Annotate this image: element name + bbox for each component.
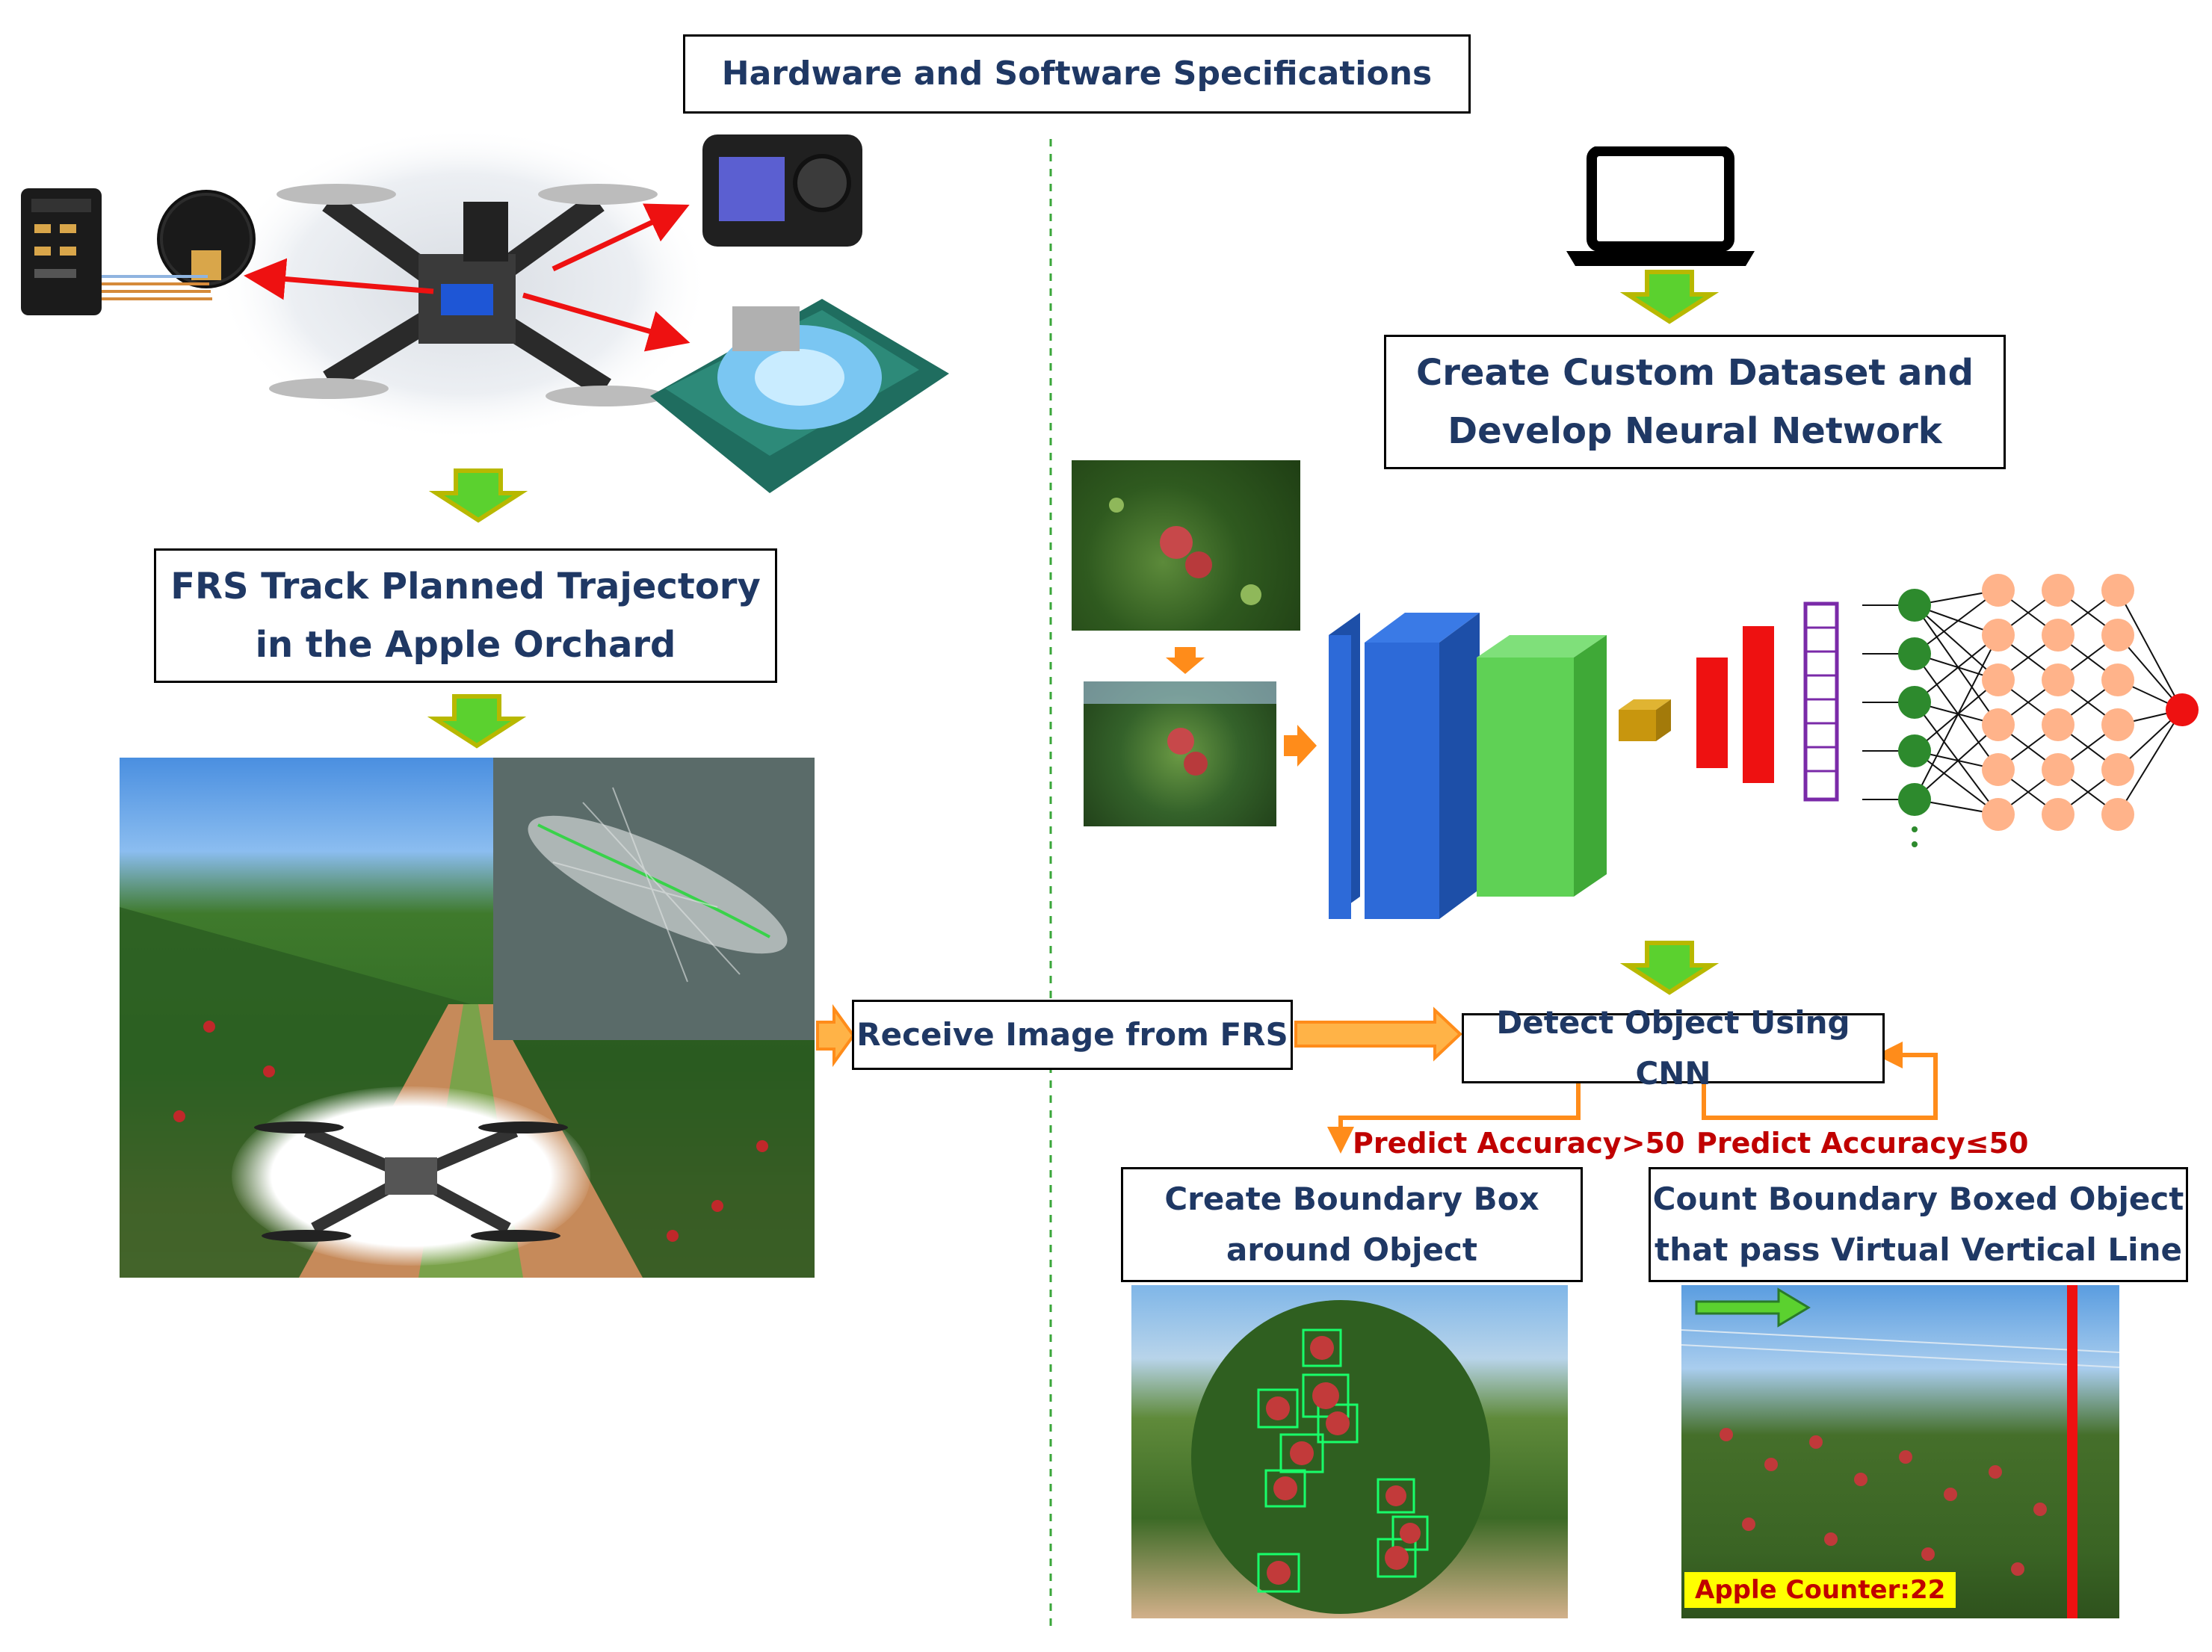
virtual-vertical-line	[2067, 1285, 2077, 1618]
image-sequence-arrow	[1166, 647, 1205, 674]
output-neuron	[2166, 693, 2199, 726]
laptop-svg	[1566, 146, 1755, 266]
step-create-dataset: Create Custom Dataset and Develop Neural…	[1384, 335, 2006, 469]
diagram-title: Hardware and Software Specifications	[683, 34, 1471, 114]
detection-photo	[1131, 1285, 1568, 1618]
cnn-svg	[1329, 574, 2199, 919]
hardware-illustration	[15, 127, 971, 553]
dataset-image-1-svg	[1109, 498, 1261, 605]
drone-inset	[232, 1086, 590, 1266]
direction-arrow-icon	[1695, 1287, 1811, 1328]
flight-controller-icon	[21, 188, 102, 315]
apple-counter-badge: Apple Counter:22	[1684, 1572, 1956, 1608]
cnn-illustration	[1323, 560, 2205, 926]
conv-layer-3	[1477, 635, 1607, 897]
image-to-cnn-arrow	[1284, 725, 1317, 767]
gps-icon	[157, 190, 256, 288]
pool-cube	[1619, 699, 1671, 741]
input-neurons	[1898, 589, 1931, 847]
drone-icon	[269, 184, 665, 406]
step-track-trajectory: FRS Track Planned Trajectory in the Appl…	[154, 548, 777, 683]
point-cloud-svg	[528, 787, 788, 983]
down-arrow-1	[428, 468, 528, 523]
counting-photo: Apple Counter:22	[1681, 1285, 2119, 1618]
drone-inset-svg	[254, 1122, 568, 1242]
conv-layer-1	[1329, 613, 1360, 919]
diagram-title-text: Hardware and Software Specifications	[721, 55, 1433, 93]
step-receive-image-text: Receive Image from FRS	[856, 1016, 1288, 1053]
step-receive-image: Receive Image from FRS	[852, 1000, 1293, 1070]
step-count-objects-text: Count Boundary Boxed Object that pass Vi…	[1652, 1181, 2184, 1268]
step-detect-object: Detect Object Using CNN	[1462, 1004, 1885, 1092]
orchard-photo	[120, 758, 815, 1278]
laptop-icon	[1562, 146, 1759, 270]
action-camera-icon	[702, 134, 862, 247]
receive-to-detect-arrow	[1294, 1006, 1462, 1062]
step-detect-object-text: Detect Object Using CNN	[1496, 1004, 1850, 1092]
hardware-svg	[21, 127, 949, 493]
conv-layer-2	[1365, 613, 1480, 919]
detection-svg	[1191, 1300, 1490, 1614]
step-boundary-box-text: Create Boundary Box around Object	[1164, 1181, 1539, 1268]
branch-low-arrow	[1702, 1042, 1938, 1120]
dense-network	[1862, 590, 2183, 815]
condition-low-label: Predict Accuracy≤50	[1696, 1127, 2029, 1160]
point-cloud-inset	[493, 758, 815, 1040]
flatten-column	[1803, 601, 1839, 802]
step-boundary-box: Create Boundary Box around Object	[1121, 1167, 1583, 1282]
photo-to-receive-arrow	[816, 1003, 856, 1068]
down-arrow-2	[427, 694, 527, 749]
dataset-image-2-svg	[1084, 681, 1276, 776]
down-arrow-3	[1619, 270, 1720, 324]
computer-board-icon	[650, 299, 949, 493]
step-track-trajectory-text: FRS Track Planned Trajectory in the Appl…	[170, 566, 761, 666]
hidden-neurons	[1982, 574, 2134, 831]
counting-svg	[1681, 1285, 2119, 1618]
down-arrow-4	[1619, 941, 1720, 995]
fc-bar-1	[1696, 658, 1728, 768]
step-count-objects: Count Boundary Boxed Object that pass Vi…	[1649, 1167, 2188, 1282]
dataset-image-1	[1072, 460, 1300, 631]
fc-bar-2	[1743, 626, 1774, 783]
branch-high-arrow	[1327, 1082, 1581, 1154]
detection-boxes	[1257, 1328, 1429, 1593]
step-create-dataset-text: Create Custom Dataset and Develop Neural…	[1416, 352, 1974, 452]
dataset-image-2	[1084, 681, 1276, 826]
condition-high-label: Predict Accuracy>50	[1353, 1127, 1685, 1160]
